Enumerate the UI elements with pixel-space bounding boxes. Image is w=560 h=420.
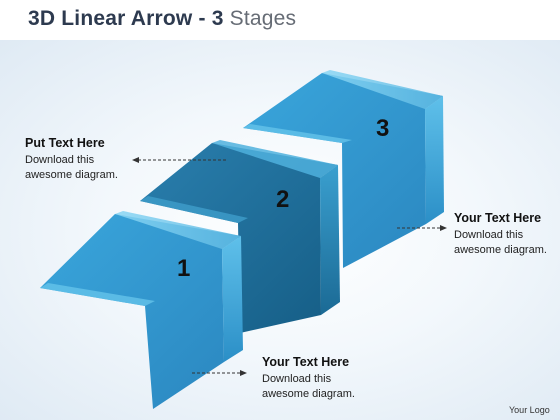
callout-text-line-2: awesome diagram.: [454, 244, 547, 256]
stage-3-arrow: [243, 70, 444, 268]
callout-bottom: Your Text Here Download this awesome dia…: [262, 355, 355, 402]
stage-1-side-face: [222, 236, 243, 362]
callout-top-left: Put Text Here Download this awesome diag…: [25, 136, 118, 183]
stage-3-side-face: [425, 96, 444, 224]
title-main: 3D Linear Arrow -: [28, 7, 206, 30]
title-bar: 3D Linear Arrow - 3 Stages: [0, 0, 560, 40]
arrowhead-icon: [132, 157, 139, 163]
stage-1-edge: [115, 211, 241, 249]
callout-heading: Put Text Here: [25, 136, 105, 150]
callout-heading: Your Text Here: [454, 211, 542, 225]
arrowhead-icon: [240, 370, 247, 376]
callout-text-line-1: Download this: [262, 373, 332, 385]
stage-2-inner-face: [140, 196, 248, 223]
arrowhead-icon: [440, 225, 447, 231]
stage-1-number: 1: [177, 255, 190, 282]
stage-3-edge: [322, 70, 443, 109]
callout-text-line-2: awesome diagram.: [25, 169, 118, 181]
connector-top-left: [132, 157, 226, 163]
stage-3-top-face: [243, 73, 443, 268]
callout-text-line-1: Download this: [25, 154, 95, 166]
stage-1-top-face: [40, 214, 241, 409]
stage-3-inner-face: [243, 124, 352, 143]
connector-right: [397, 225, 447, 231]
logo-placeholder: Your Logo: [509, 405, 550, 415]
stage-2-side-face: [320, 165, 340, 315]
stage-3-number: 3: [376, 115, 389, 142]
callout-text-line-2: awesome diagram.: [262, 388, 355, 400]
callout-text-line-1: Download this: [454, 229, 524, 241]
callout-heading: Your Text Here: [262, 355, 350, 369]
title-suffix: Stages: [229, 7, 297, 30]
stage-1-arrow: [40, 211, 243, 409]
stage-1-inner-face: [40, 283, 155, 306]
connector-bottom: [192, 370, 247, 376]
title-number: 3: [211, 7, 224, 30]
stage-2-number: 2: [276, 186, 289, 213]
stage-2-edge: [212, 140, 338, 178]
page-title: 3D Linear Arrow - 3 Stages: [28, 7, 296, 31]
callout-right: Your Text Here Download this awesome dia…: [454, 211, 547, 258]
